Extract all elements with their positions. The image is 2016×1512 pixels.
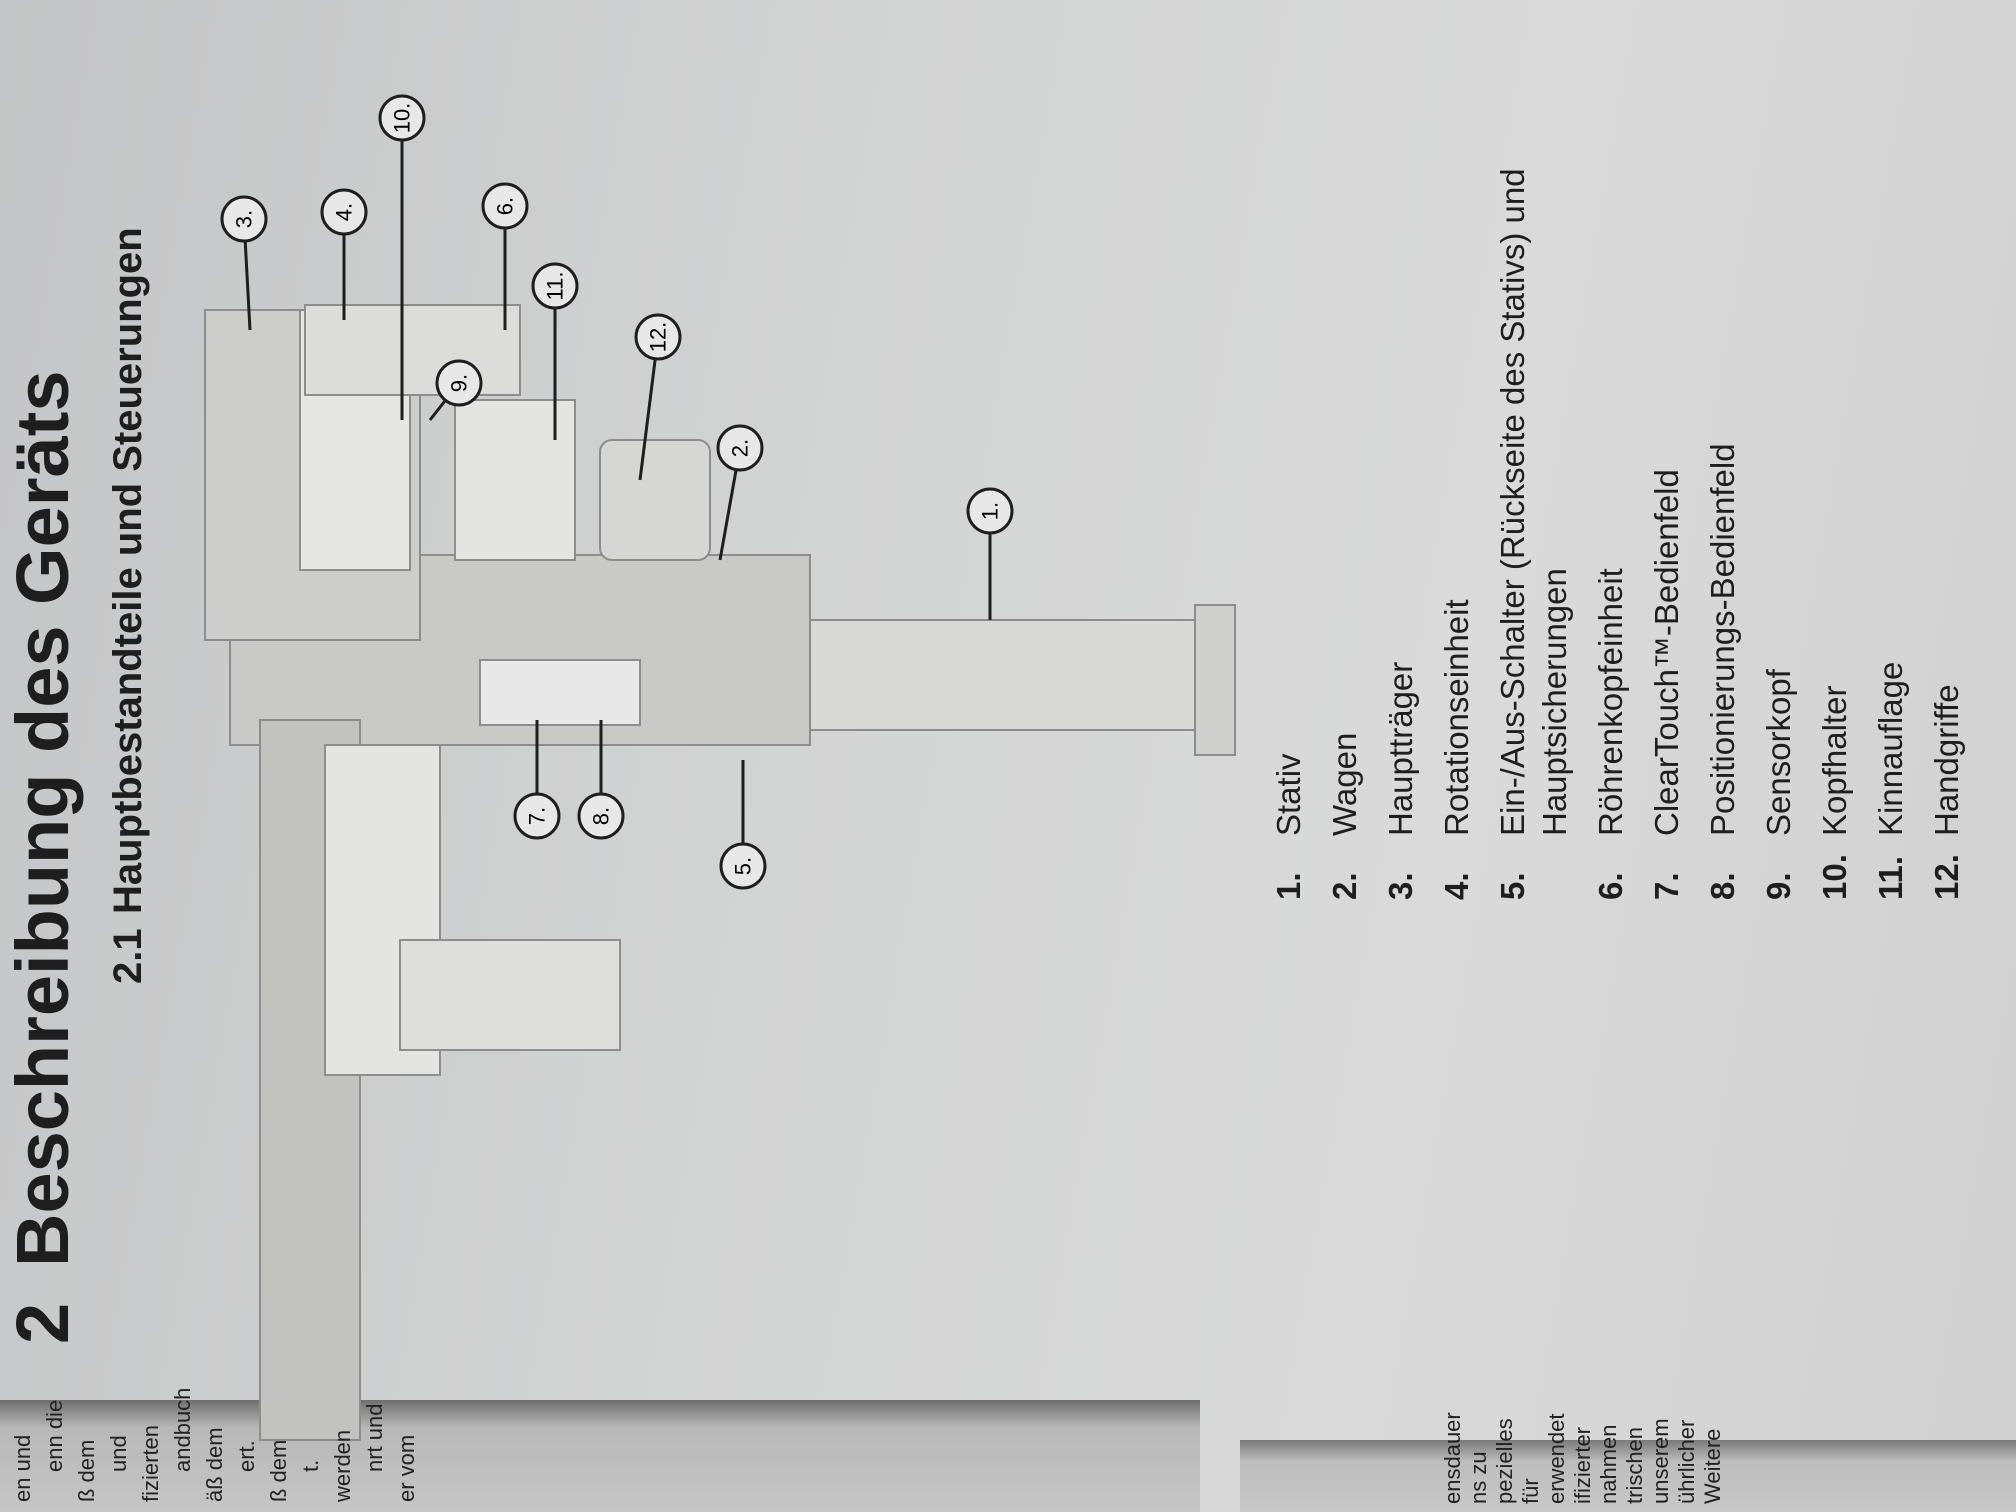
callout-label: 2. — [728, 439, 753, 457]
list-item-number: 12. — [1928, 854, 1965, 900]
list-item-label: Stativ — [1270, 753, 1307, 836]
adjacent-fragment: trischen — [1622, 1426, 1647, 1504]
tube-head — [304, 304, 521, 396]
callout-circle — [577, 792, 625, 840]
list-item-label: Röhrenkopfeinheit — [1592, 568, 1629, 836]
list-item-number: 1. — [1270, 872, 1307, 900]
callout-label: 7. — [525, 807, 550, 825]
list-item-number: 8. — [1704, 872, 1741, 900]
list-item-number: 10. — [1816, 854, 1853, 900]
adjacent-fragment: ifizierter — [1570, 1426, 1595, 1504]
adjacent-fragment: andbuch — [170, 1387, 195, 1472]
adjacent-fragment: ert. — [234, 1440, 259, 1472]
callout-circle — [513, 792, 561, 840]
adjacent-fragment: ührlicher — [1674, 1419, 1699, 1504]
adjacent-fragment: für — [1518, 1478, 1543, 1504]
callout-circle — [481, 182, 529, 230]
adjacent-fragment: Weitere — [1700, 1428, 1725, 1504]
list-item-number: 2. — [1326, 872, 1363, 900]
adjacent-fragment: nahmen — [1596, 1424, 1621, 1504]
adjacent-fragment: erwendet — [1544, 1413, 1569, 1504]
list-item-number: 9. — [1760, 872, 1797, 900]
chapter-title: Beschreibung des Geräts — [1, 370, 84, 1267]
section-title: Hauptbestandteile und Steuerungen — [106, 227, 150, 914]
list-item-label-cont: Hauptsicherungen — [1536, 568, 1573, 836]
callout-circle — [378, 94, 426, 142]
callout-circle — [716, 424, 764, 472]
list-item-number: 11. — [1872, 855, 1909, 900]
list-item-label: Sensorkopf — [1760, 669, 1797, 836]
callout-circle — [531, 262, 579, 310]
column-foot — [1194, 604, 1236, 756]
callout-label: 3. — [232, 210, 257, 228]
callout-label: 9. — [447, 374, 472, 392]
list-item-number: 4. — [1438, 872, 1475, 900]
callout-label: 8. — [589, 807, 614, 825]
list-item-number: 5. — [1494, 872, 1531, 900]
list-item-label: Ein-/Aus-Schalter (Rückseite des Stativs… — [1494, 168, 1531, 836]
adjacent-fragment: werden — [330, 1429, 355, 1502]
callout-circle — [320, 188, 368, 236]
list-item-number: 3. — [1382, 872, 1419, 900]
list-item-label: ClearTouch™-Bedienfeld — [1648, 469, 1685, 836]
callout-circle — [634, 313, 682, 361]
adjacent-fragment: fizierten — [138, 1424, 163, 1502]
adjacent-fragment: t. — [298, 1459, 323, 1472]
callout-leader — [638, 336, 660, 481]
adjacent-fragment: en und — [10, 1434, 35, 1502]
adjacent-fragment: äß dem — [202, 1427, 227, 1502]
list-item-label: Rotationseinheit — [1438, 599, 1475, 836]
list-item-label: Positionierungs-Bedienfeld — [1704, 443, 1741, 836]
callout-label: 11. — [543, 272, 568, 301]
callout-label: 12. — [646, 322, 671, 353]
control-panel — [479, 659, 641, 726]
adjacent-fragment: ß dem — [266, 1439, 291, 1502]
adjacent-fragment: pezielles — [1492, 1418, 1517, 1504]
list-item-label: Wagen — [1326, 732, 1363, 836]
callout-label: 5. — [731, 857, 756, 875]
list-item-number: 7. — [1648, 872, 1685, 900]
adjacent-page-gutter — [0, 1400, 1200, 1512]
adjacent-fragment: enn die — [42, 1399, 67, 1472]
callout-label: 1. — [978, 502, 1003, 520]
list-item-label: Kinnauflage — [1872, 661, 1909, 836]
adjacent-fragment: unserem — [1648, 1418, 1673, 1504]
chapter-number: 2 — [1, 1302, 84, 1344]
callout-label: 6. — [493, 197, 518, 215]
list-item-label: Handgriffe — [1928, 684, 1965, 836]
list-item-label: Hauptträger — [1382, 661, 1419, 836]
callout-circle — [435, 359, 483, 407]
callout-label: 4. — [332, 203, 357, 221]
section-number: 2.1 — [106, 928, 150, 984]
column-stativ — [799, 619, 1221, 731]
callout-label: 10. — [390, 103, 415, 134]
list-item-number: 6. — [1592, 872, 1629, 900]
adjacent-fragment: ns zu — [1466, 1451, 1491, 1504]
adjacent-fragment: nrt und — [362, 1403, 387, 1473]
ceph-chin — [399, 939, 621, 1051]
adjacent-page-gutter-right — [1240, 1440, 2016, 1512]
adjacent-fragment: ensdauer — [1440, 1412, 1465, 1504]
list-item-label: Kopfhalter — [1816, 685, 1853, 836]
callout-circle — [966, 487, 1014, 535]
handle-unit — [599, 439, 711, 561]
adjacent-fragment: und — [106, 1435, 131, 1472]
callout-circle — [719, 842, 767, 890]
callout-circle — [220, 195, 268, 243]
adjacent-fragment: ß dem — [74, 1439, 99, 1502]
adjacent-fragment: er vom — [394, 1434, 419, 1502]
